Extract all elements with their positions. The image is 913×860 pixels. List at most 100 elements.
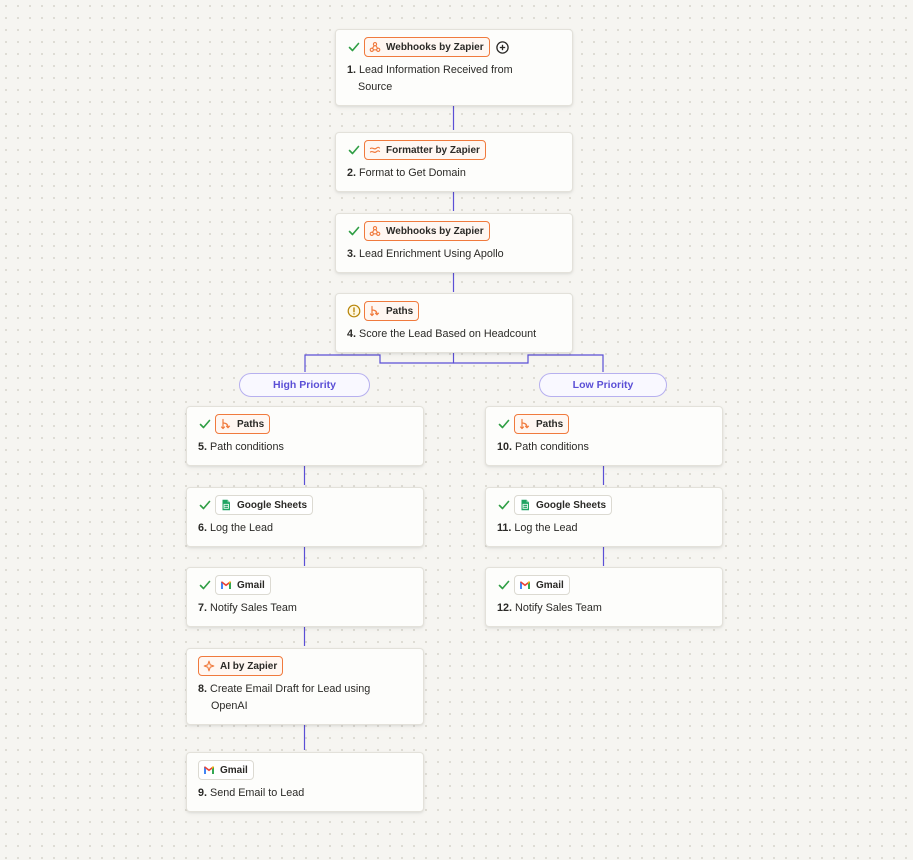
step-title-line: Create Email Draft for Lead using [210, 683, 371, 695]
step-2-card[interactable]: Formatter by Zapier 2.Format to Get Doma… [335, 132, 573, 192]
step-11-card[interactable]: Google Sheets 11.Log the Lead [485, 487, 723, 547]
ai-sparkle-icon [203, 660, 215, 672]
step-12-card[interactable]: Gmail 12.Notify Sales Team [485, 567, 723, 627]
check-icon [347, 224, 361, 238]
step-1-card[interactable]: Webhooks by Zapier 1.Lead Information Re… [335, 29, 573, 106]
step-number: 1. [347, 64, 357, 76]
step-title-text: Format to Get Domain [359, 167, 466, 179]
step-5-card[interactable]: Paths 5.Path conditions [186, 406, 424, 466]
app-badge: Webhooks by Zapier [364, 37, 490, 57]
step-title-text: Score the Lead Based on Headcount [359, 328, 537, 340]
step-number: 5. [198, 441, 208, 453]
app-name: Google Sheets [536, 499, 607, 511]
branch-label: High Priority [272, 379, 336, 391]
gmail-icon [203, 764, 215, 776]
app-name: Webhooks by Zapier [386, 225, 484, 237]
app-name: Paths [237, 418, 265, 430]
app-name: Gmail [536, 579, 564, 591]
step-9-card[interactable]: Gmail 9.Send Email to Lead [186, 752, 424, 812]
check-icon [347, 143, 361, 157]
branch-label: Low Priority [572, 379, 634, 391]
step-4-card[interactable]: Paths 4.Score the Lead Based on Headcoun… [335, 293, 573, 353]
app-name: AI by Zapier [220, 660, 278, 672]
step-title: 3.Lead Enrichment Using Apollo [347, 246, 562, 263]
step-title: 12.Notify Sales Team [497, 600, 712, 617]
step-number: 12. [497, 602, 513, 614]
step-10-card[interactable]: Paths 10.Path conditions [485, 406, 723, 466]
step-7-card[interactable]: Gmail 7.Notify Sales Team [186, 567, 424, 627]
step-8-card[interactable]: AI by Zapier 8.Create Email Draft for Le… [186, 648, 424, 725]
step-title: 11.Log the Lead [497, 520, 712, 537]
step-number: 7. [198, 602, 208, 614]
step-title: 5.Path conditions [198, 439, 413, 456]
step-title-line: OpenAI [211, 700, 248, 712]
paths-icon [369, 305, 381, 317]
add-step-button[interactable] [496, 41, 509, 54]
gmail-icon [519, 579, 531, 591]
step-number: 8. [198, 683, 208, 695]
google-sheets-icon [519, 499, 531, 511]
check-icon [497, 578, 511, 592]
step-title-line: Source [358, 81, 393, 93]
warning-icon [347, 304, 361, 318]
step-number: 6. [198, 522, 208, 534]
gmail-icon [220, 579, 232, 591]
step-title-text: Log the Lead [210, 522, 274, 534]
app-badge: Gmail [514, 575, 570, 595]
app-badge: Webhooks by Zapier [364, 221, 490, 241]
paths-icon [519, 418, 531, 430]
app-name: Formatter by Zapier [386, 144, 480, 156]
step-title: 10.Path conditions [497, 439, 712, 456]
formatter-icon [369, 144, 381, 156]
app-name: Google Sheets [237, 499, 308, 511]
check-icon [497, 498, 511, 512]
branch-high-priority[interactable]: High Priority [239, 373, 370, 397]
step-title-text: Notify Sales Team [210, 602, 297, 614]
step-3-card[interactable]: Webhooks by Zapier 3.Lead Enrichment Usi… [335, 213, 573, 273]
step-title: 7.Notify Sales Team [198, 600, 413, 617]
check-icon [347, 40, 361, 54]
check-icon [497, 417, 511, 431]
app-badge: Paths [514, 414, 570, 434]
step-title-line: Lead Information Received from [359, 64, 513, 76]
step-title: 2.Format to Get Domain [347, 165, 562, 182]
app-name: Gmail [237, 579, 265, 591]
app-name: Webhooks by Zapier [386, 41, 484, 53]
webhook-icon [369, 41, 381, 53]
app-badge: Formatter by Zapier [364, 140, 486, 160]
app-badge: AI by Zapier [198, 656, 284, 676]
google-sheets-icon [220, 499, 232, 511]
app-name: Gmail [220, 764, 248, 776]
webhook-icon [369, 225, 381, 237]
step-6-card[interactable]: Google Sheets 6.Log the Lead [186, 487, 424, 547]
app-name: Paths [386, 305, 414, 317]
step-number: 4. [347, 328, 357, 340]
step-number: 3. [347, 248, 357, 260]
check-icon [198, 578, 212, 592]
step-title-text: Log the Lead [514, 522, 578, 534]
app-name: Paths [536, 418, 564, 430]
step-title: 6.Log the Lead [198, 520, 413, 537]
step-title-text: Send Email to Lead [210, 787, 305, 799]
step-number: 9. [198, 787, 208, 799]
check-icon [198, 498, 212, 512]
step-title-text: Path conditions [515, 441, 589, 453]
app-badge: Google Sheets [215, 495, 314, 515]
paths-icon [220, 418, 232, 430]
step-title-text: Path conditions [210, 441, 284, 453]
step-number: 10. [497, 441, 513, 453]
app-badge: Gmail [198, 760, 254, 780]
app-badge: Paths [364, 301, 420, 321]
check-icon [198, 417, 212, 431]
app-badge: Paths [215, 414, 271, 434]
app-badge: Google Sheets [514, 495, 613, 515]
step-title-text: Notify Sales Team [515, 602, 602, 614]
branch-low-priority[interactable]: Low Priority [539, 373, 667, 397]
step-title: 4.Score the Lead Based on Headcount [347, 326, 562, 343]
step-title-text: Lead Enrichment Using Apollo [359, 248, 504, 260]
app-badge: Gmail [215, 575, 271, 595]
step-number: 11. [497, 522, 512, 534]
